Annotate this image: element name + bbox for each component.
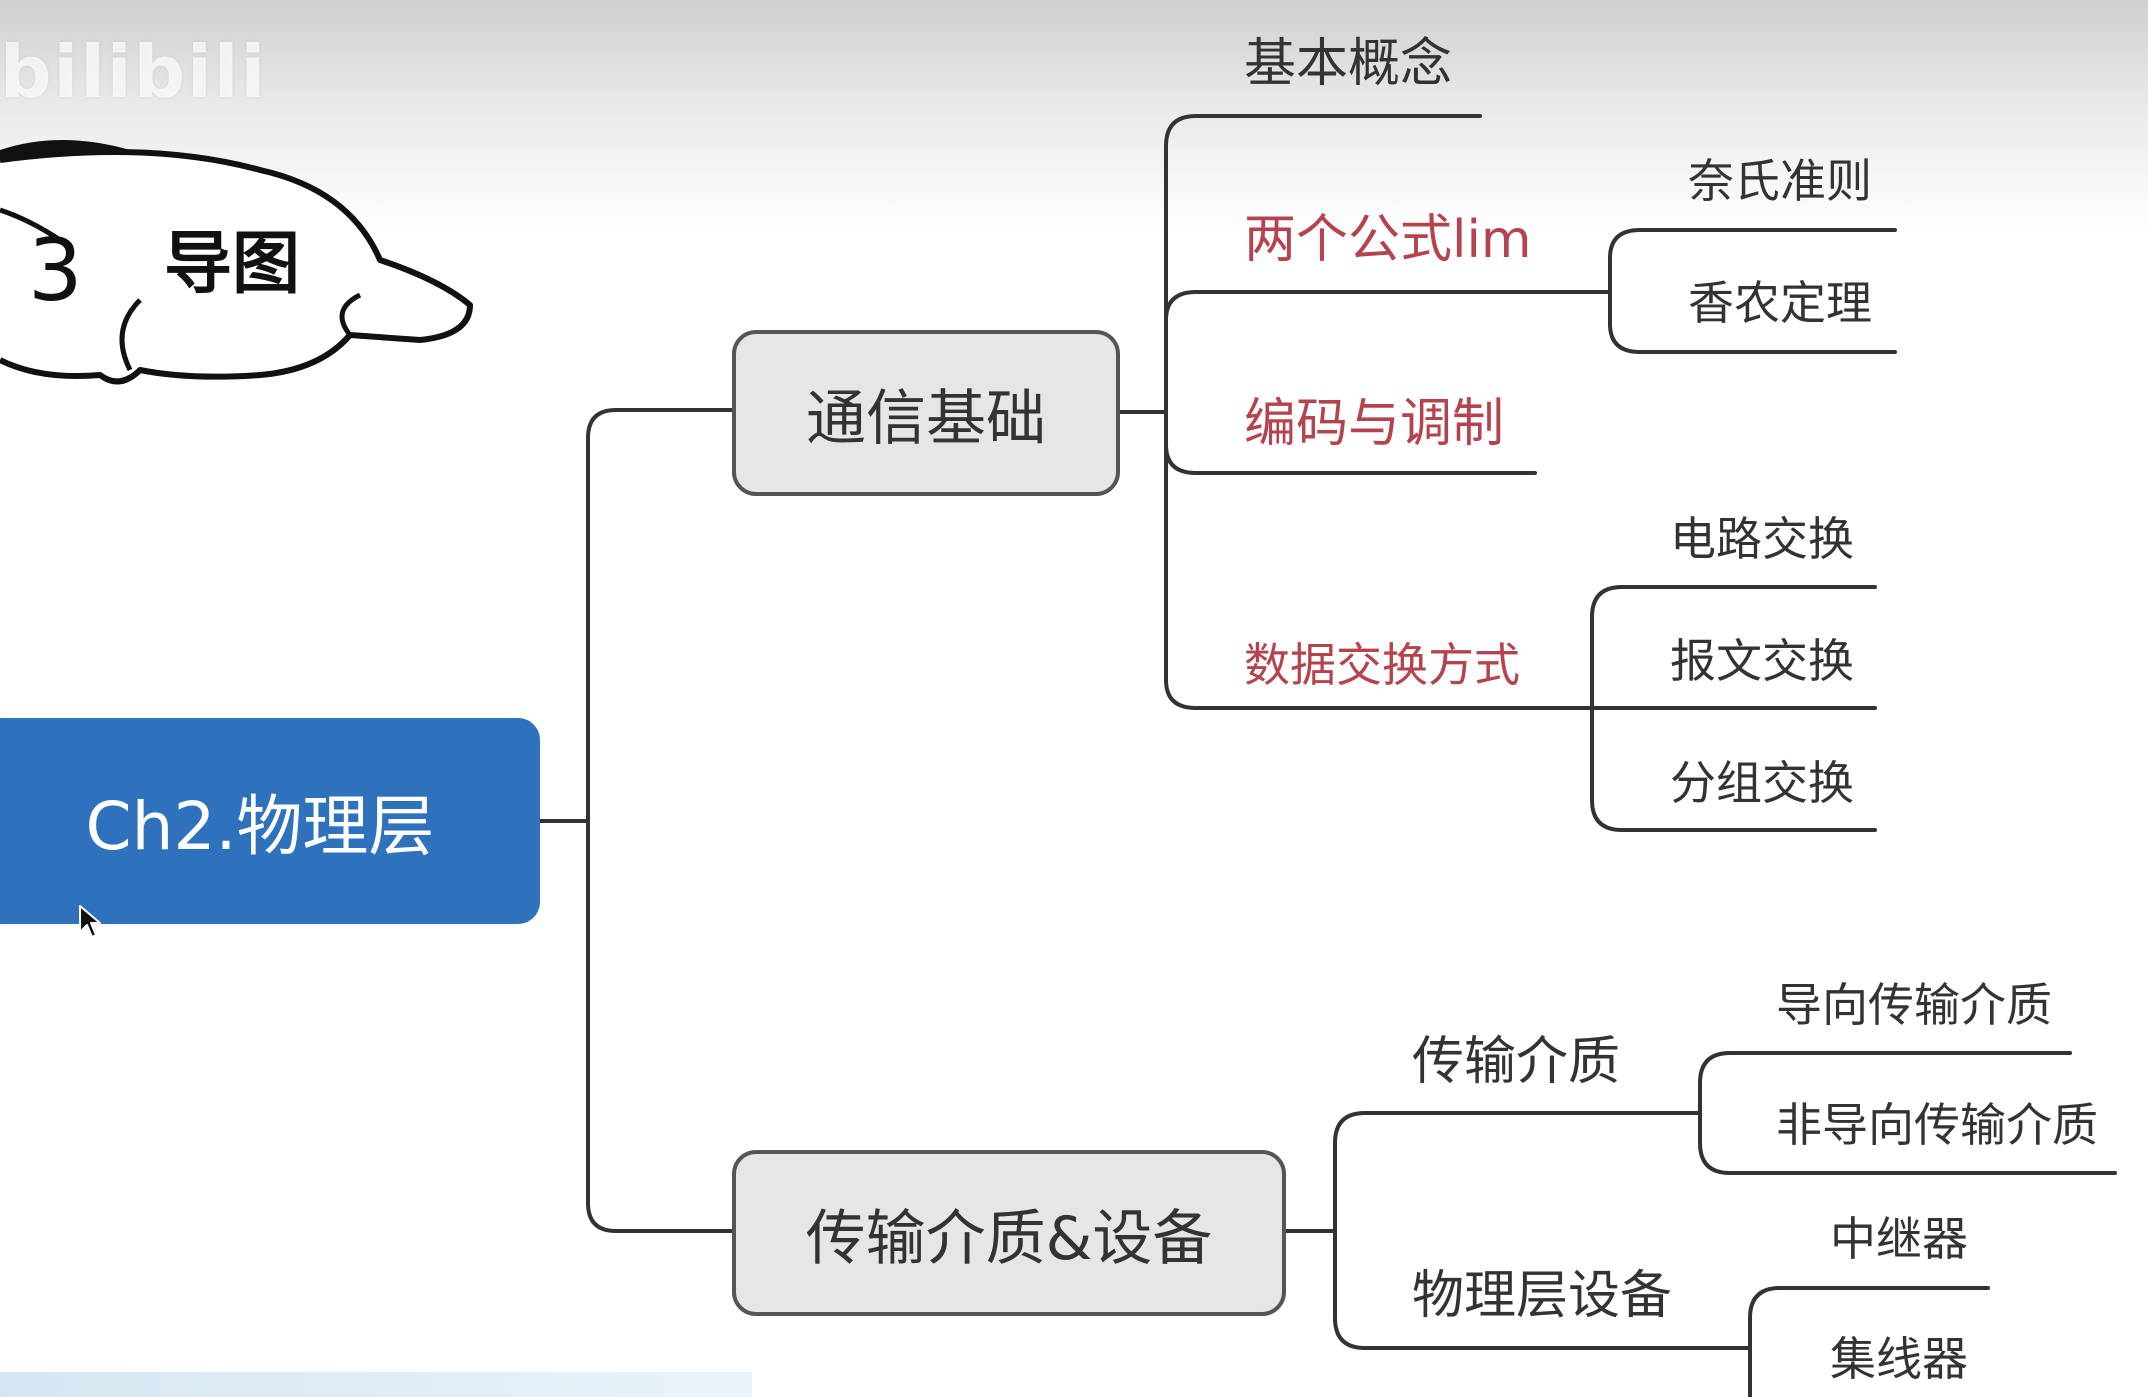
svg-text:3: 3 xyxy=(28,221,83,321)
topic-xiangnong[interactable]: 香农定理 xyxy=(1688,276,1872,330)
branch-node-chuanshu[interactable]: 传输介质&设备 xyxy=(732,1150,1286,1316)
bottom-strip xyxy=(0,1372,752,1397)
branch-label-tongxin: 通信基础 xyxy=(806,383,1046,454)
topic-gainian[interactable]: 基本概念 xyxy=(1244,34,1453,94)
topic-bianma[interactable]: 编码与调制 xyxy=(1244,394,1505,454)
topic-zhongji[interactable]: 中继器 xyxy=(1830,1212,1968,1266)
sticker-label: 导图 xyxy=(164,225,301,304)
topic-naishi[interactable]: 奈氏准则 xyxy=(1688,154,1872,208)
sticker-illustration: 3 xyxy=(0,140,473,385)
topic-shebei[interactable]: 物理层设备 xyxy=(1412,1266,1673,1326)
watermark: bilibili xyxy=(0,30,268,114)
branch-label-chuanshu: 传输介质&设备 xyxy=(805,1203,1213,1274)
topic-daoxiang[interactable]: 导向传输介质 xyxy=(1776,978,2052,1032)
branch-node-tongxin[interactable]: 通信基础 xyxy=(732,330,1120,496)
mouse-cursor-icon xyxy=(79,905,101,938)
topic-jiezhi[interactable]: 传输介质 xyxy=(1412,1032,1621,1092)
topic-feidaoxiang[interactable]: 非导向传输介质 xyxy=(1776,1098,2098,1152)
topic-jixian[interactable]: 集线器 xyxy=(1830,1332,1968,1386)
root-label: Ch2.物理层 xyxy=(85,788,435,865)
topic-shuju[interactable]: 数据交换方式 xyxy=(1244,638,1520,692)
topic-baowen[interactable]: 报文交换 xyxy=(1670,634,1854,688)
root-node[interactable]: Ch2.物理层 xyxy=(0,718,540,924)
topic-fenzu[interactable]: 分组交换 xyxy=(1670,756,1854,810)
top-shade xyxy=(0,0,2148,230)
topic-dianlu[interactable]: 电路交换 xyxy=(1670,512,1854,566)
topic-gongshi[interactable]: 两个公式lim xyxy=(1244,210,1532,270)
